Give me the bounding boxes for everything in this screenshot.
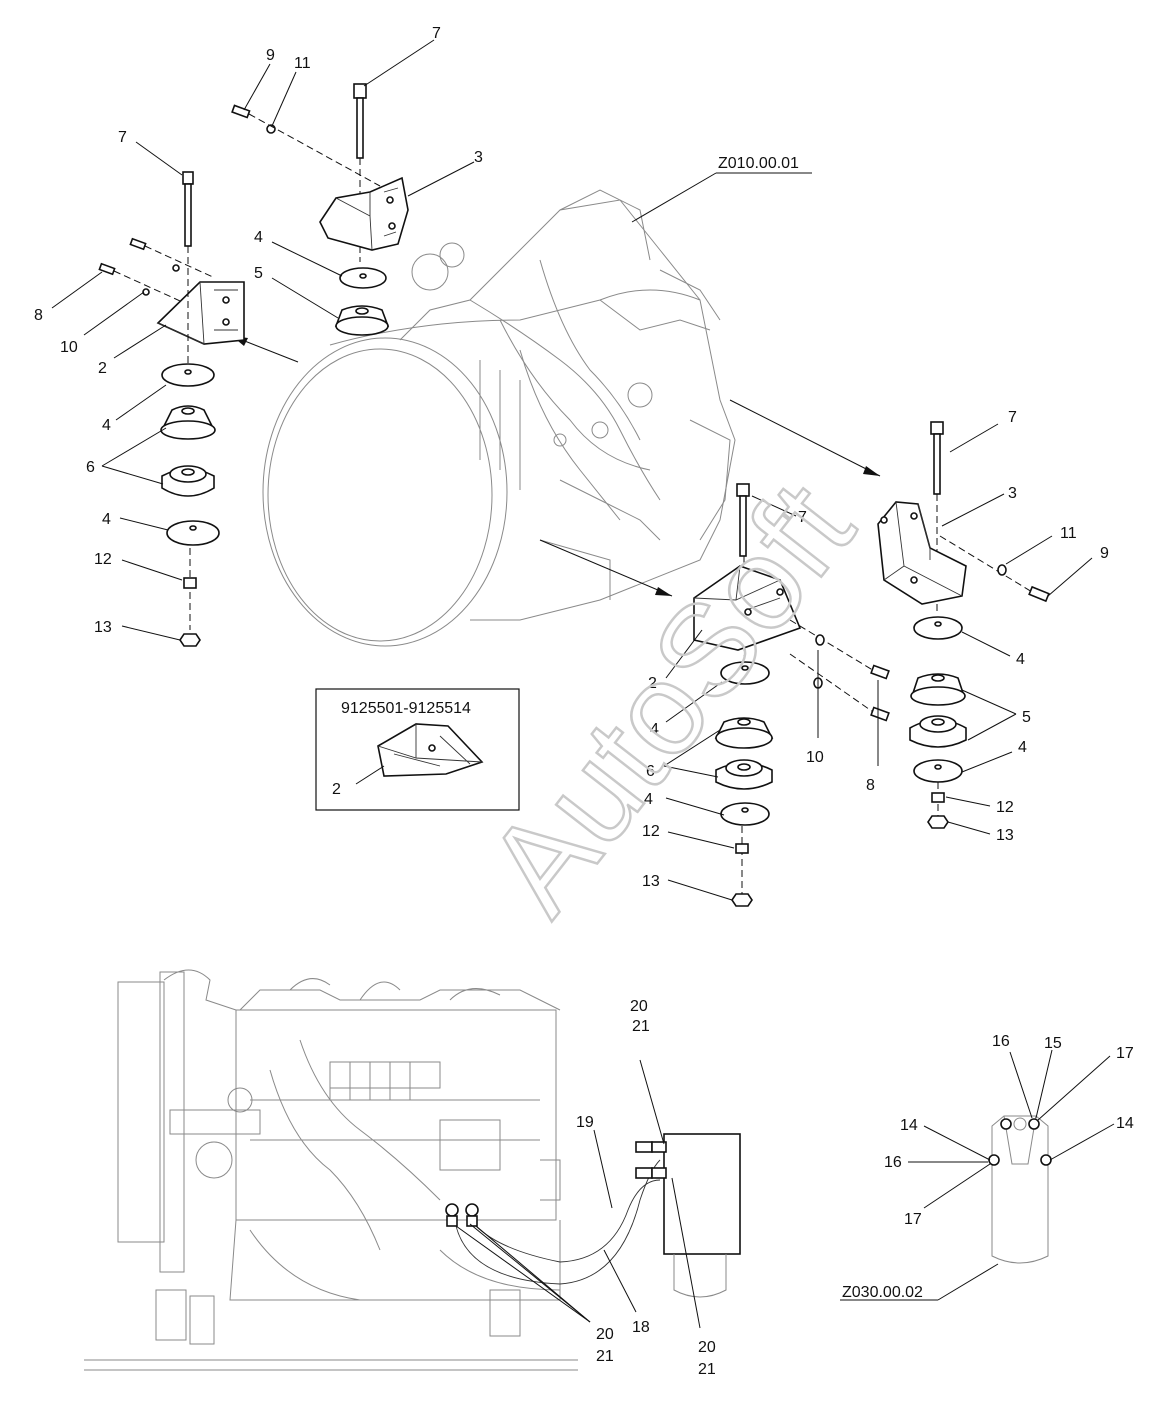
washer-4 [161,363,215,387]
callout-13-right: 13 [996,827,1014,844]
callout-17-bottom: 17 [904,1211,922,1228]
callout-14-left: 14 [900,1117,918,1134]
callout-4-center-b: 4 [644,791,653,808]
callout-20-lower-left: 20 [596,1326,614,1343]
callout-11-right: 11 [1060,525,1077,542]
callout-5-top: 5 [254,265,263,282]
callout-18: 18 [632,1319,650,1336]
callout-6-left: 6 [86,459,95,476]
callout-7-left: 7 [118,129,127,146]
callout-2-center: 2 [648,675,657,692]
callout-9-right: 9 [1100,545,1109,562]
ref-filter: Z030.00.02 [842,1284,923,1301]
callout-21-lower-right: 21 [698,1361,716,1378]
callout-20-upper: 20 [630,998,648,1015]
center-leaders [663,495,879,901]
bolt-head [182,171,194,185]
top-center-leaders [243,39,812,319]
callout-7-top: 7 [432,25,441,42]
callout-7-right: 7 [1008,409,1017,426]
callout-17-top: 17 [1116,1045,1134,1062]
filter-leaders [840,1049,1115,1301]
bolt-shank [184,183,192,247]
callout-20-lower-right: 20 [698,1339,716,1356]
callout-4-right-b: 4 [1018,739,1027,756]
callout-2-left: 2 [98,360,107,377]
watermark: AutoSoft [459,456,881,939]
callout-4-right-a: 4 [1016,651,1025,668]
callout-15: 15 [1044,1035,1062,1052]
callout-6-center: 6 [646,763,655,780]
lower-leaders [455,1059,701,1329]
callout-12-left: 12 [94,551,112,568]
callout-13-center: 13 [642,873,660,890]
callout-5-right: 5 [1022,709,1031,726]
callout-4-left-a: 4 [102,417,111,434]
serial-range: 9125501-9125514 [341,700,471,717]
lower-sensors [445,1133,741,1298]
center-mount-assembly [693,483,890,907]
callout-8-center: 8 [866,777,875,794]
top-center-mount-assembly [231,83,409,336]
callout-21-lower-left: 21 [596,1348,614,1365]
callout-2-inset: 2 [332,781,341,798]
callout-13-left: 13 [94,619,112,636]
callout-9-top: 9 [266,47,275,64]
bracket-3-right [877,501,967,605]
callout-10-center: 10 [806,749,824,766]
bracket-3 [319,176,409,251]
callout-19: 19 [576,1114,594,1131]
callout-12-center: 12 [642,823,660,840]
callout-11-top: 11 [294,55,311,72]
left-mount-assembly [98,171,245,647]
callout-12-right: 12 [996,799,1014,816]
callout-4-left-b: 4 [102,511,111,528]
callout-14-right: 14 [1116,1115,1134,1132]
callout-3-right: 3 [1008,485,1017,502]
callout-21-upper: 21 [632,1018,650,1035]
callout-8-left: 8 [34,307,43,324]
engine-top-view [262,189,736,647]
left-leaders [51,141,183,641]
right-mount-assembly [877,421,1050,829]
serial-inset-box [315,688,520,811]
callout-4-top: 4 [254,229,263,246]
right-leaders [941,423,1093,835]
callout-4-center-a: 4 [650,721,659,738]
callout-16-left: 16 [884,1154,902,1171]
engine-side-view [84,969,578,1371]
callout-10-left: 10 [60,339,78,356]
ref-engine-top: Z010.00.01 [718,155,799,172]
callout-3-top: 3 [474,149,483,166]
filter-detail [988,1115,1052,1264]
callout-7-center: 7 [798,509,807,526]
callout-16-top: 16 [992,1033,1010,1050]
